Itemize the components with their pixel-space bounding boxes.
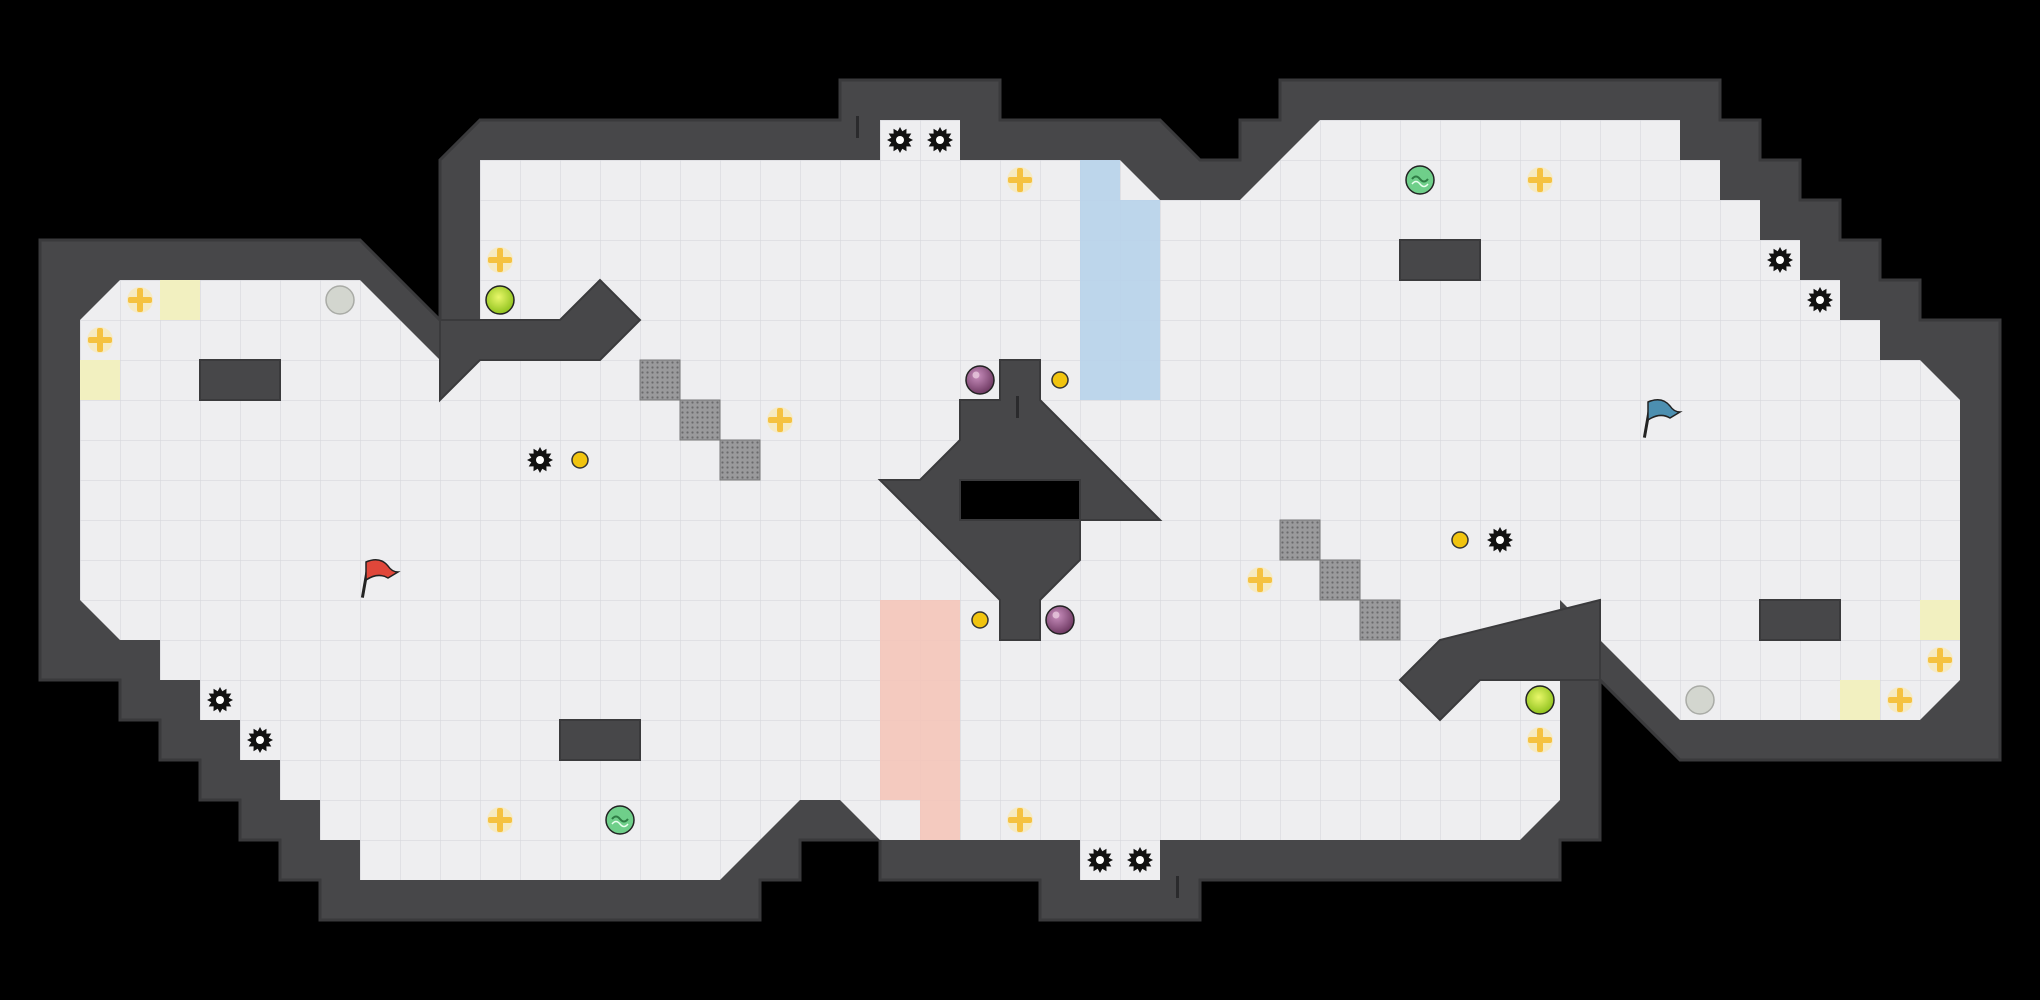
boost-icon[interactable] — [1887, 687, 1913, 713]
gate-markers — [856, 116, 1179, 898]
boost-icon[interactable] — [87, 327, 113, 353]
blue-zone — [1080, 160, 1120, 400]
vent-tile-icon — [1359, 599, 1401, 641]
powerup-icon — [1685, 685, 1715, 715]
blue-flag-icon — [1647, 399, 1683, 422]
boost-icon[interactable] — [1247, 567, 1273, 593]
team-zones — [880, 160, 1160, 840]
button-icon[interactable] — [1451, 531, 1469, 549]
spike-icon — [1767, 247, 1793, 273]
red-zone — [920, 600, 960, 840]
button-icon[interactable] — [571, 451, 589, 469]
boost-icon[interactable] — [1527, 167, 1553, 193]
vent-tile-icon — [639, 359, 681, 401]
blue-flag[interactable] — [1642, 399, 1683, 438]
interior-walls — [199, 239, 1841, 761]
button-icon[interactable] — [971, 611, 989, 629]
boost-icon[interactable] — [767, 407, 793, 433]
button-icon[interactable] — [1051, 371, 1069, 389]
bomb-icon — [965, 365, 995, 395]
spike-icon — [1807, 287, 1833, 313]
spike-icon — [1127, 847, 1153, 873]
spike-icon — [207, 687, 233, 713]
red-flag[interactable] — [360, 559, 401, 598]
vent-tile-icon — [679, 399, 721, 441]
vent-tile-icon — [1279, 519, 1321, 561]
boost-icon[interactable] — [1007, 807, 1033, 833]
red-zone — [880, 600, 920, 800]
spike-icon — [527, 447, 553, 473]
boost-icon[interactable] — [1927, 647, 1953, 673]
vent-tiles — [639, 359, 1401, 641]
spike-icon — [247, 727, 273, 753]
vent-tile-icon — [719, 439, 761, 481]
boost-icon[interactable] — [127, 287, 153, 313]
spike-icon — [887, 127, 913, 153]
portal-icon[interactable] — [605, 805, 635, 835]
powerup-icon[interactable] — [485, 285, 515, 315]
vent-tile-icon — [1319, 559, 1361, 601]
bomb-icon — [1045, 605, 1075, 635]
powerup-icon[interactable] — [1525, 685, 1555, 715]
boost-icon[interactable] — [487, 807, 513, 833]
boost-icon[interactable] — [1007, 167, 1033, 193]
yellow-tiles — [80, 280, 1960, 720]
boost-icon[interactable] — [487, 247, 513, 273]
spike-icon — [1487, 527, 1513, 553]
blue-zone — [1120, 200, 1160, 400]
spike-icon — [927, 127, 953, 153]
portal-icon[interactable] — [1405, 165, 1435, 195]
spike-icon — [1087, 847, 1113, 873]
powerup-icon — [325, 285, 355, 315]
boost-icon[interactable] — [1527, 727, 1553, 753]
red-flag-icon — [365, 559, 401, 582]
map-entities[interactable] — [87, 127, 1953, 873]
